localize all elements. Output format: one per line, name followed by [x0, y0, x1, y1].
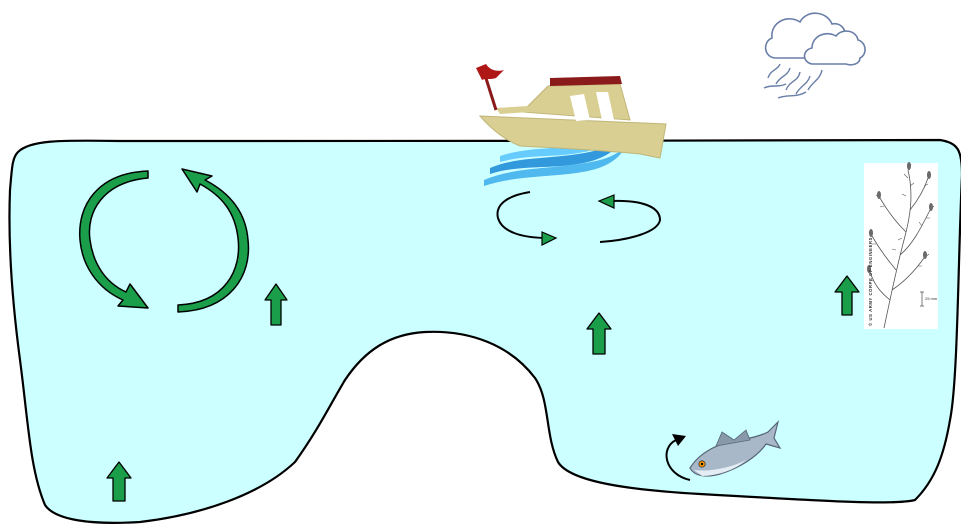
upwelling-arrows: [106, 275, 860, 502]
circulation-arrow-lower: [79, 170, 149, 309]
boat-wave-back: [484, 146, 626, 186]
aquatic-plant-card: © US ARMY CORPS OF ENGINEERS 25 mm: [864, 162, 938, 329]
lake-water: [8, 138, 961, 524]
up-arrow-4: [106, 461, 132, 502]
circulation-left-head: [541, 231, 558, 246]
rain-cloud-icon: [763, 12, 866, 99]
boat-window-2: [596, 92, 614, 120]
scale-bar: [920, 291, 924, 307]
boat-wave-mid: [490, 138, 622, 174]
boat-flag: [476, 64, 504, 80]
up-arrow-1: [264, 283, 288, 326]
fish-icon: [665, 420, 782, 481]
boat-window-1: [570, 94, 590, 121]
cloud-front: [803, 30, 866, 66]
fish-belly: [694, 460, 746, 476]
plant-card-background: [864, 163, 938, 329]
up-arrow-2: [586, 312, 612, 355]
circulation-left-arc: [496, 191, 549, 239]
boat-deck-line: [496, 104, 560, 114]
boat-icon: [476, 64, 667, 186]
up-arrow-3: [834, 275, 860, 316]
plant-credit-caption: © US ARMY CORPS OF ENGINEERS: [868, 237, 873, 326]
circulation-arrow-upper: [177, 168, 250, 313]
fish-dorsal-fin: [715, 429, 751, 447]
aquatic-plant-icon: [866, 162, 935, 329]
boat-hull: [478, 115, 667, 159]
circulation-right-arc: [599, 199, 662, 243]
boat-roof: [550, 76, 622, 86]
fish-turn-arrowhead: [672, 434, 686, 446]
scale-bar-label: 25 mm: [925, 296, 938, 301]
fish-turn-arrow: [665, 439, 691, 481]
left-circulation-arrows: [79, 168, 250, 313]
rain-streaks: [763, 63, 823, 99]
boat-circulation-arrows: [496, 191, 662, 246]
circulation-right-head: [597, 194, 615, 209]
